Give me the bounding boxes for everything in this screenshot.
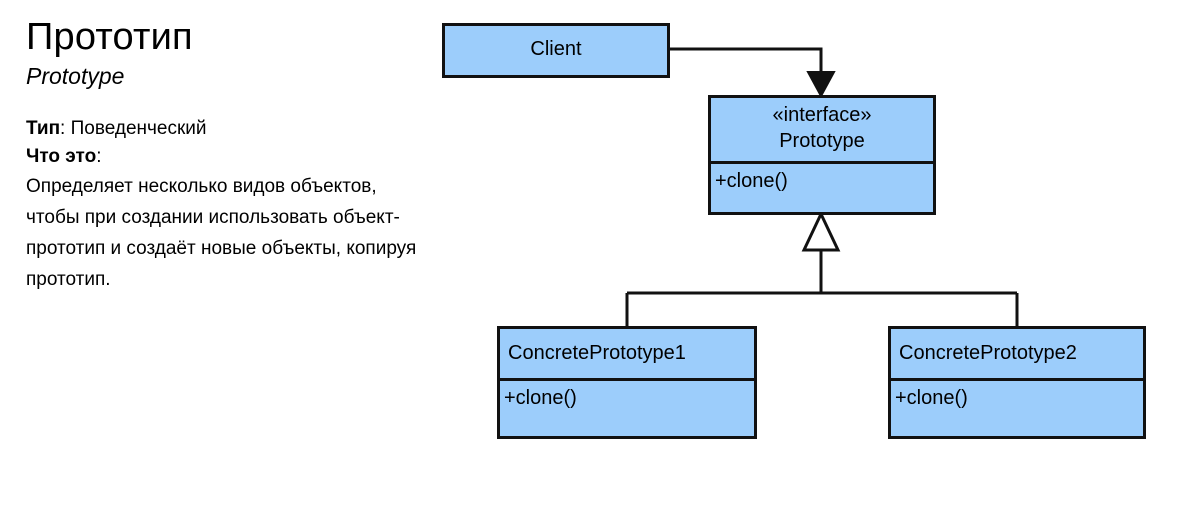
uml-class-prototype-operation: +clone() (715, 170, 788, 193)
pattern-description-text: Определяет несколько видов объектов, что… (26, 176, 417, 290)
pattern-what-line: Что это: (26, 143, 426, 171)
uml-class-concreteprototype1-name: ConcretePrototype1 (508, 342, 686, 364)
uml-class-concreteprototype2-divider (891, 377, 1143, 381)
pattern-what-colon: : (96, 145, 102, 167)
page-subtitle: Prototype (26, 62, 125, 89)
association-arrowhead-icon (806, 71, 836, 99)
uml-class-client[interactable]: Client (442, 23, 670, 78)
pattern-what-label: Что это (26, 145, 97, 167)
pattern-type-label: Тип (26, 118, 61, 140)
generalization-triangle-icon (801, 210, 841, 252)
page-title: Прототип (26, 16, 193, 58)
uml-class-concreteprototype1[interactable]: ConcretePrototype1 +clone() (497, 326, 757, 439)
uml-class-concreteprototype1-divider (500, 377, 754, 381)
uml-class-concreteprototype2-name: ConcretePrototype2 (899, 342, 1077, 364)
uml-class-prototype-divider (711, 161, 933, 165)
uml-class-client-name: Client (530, 38, 582, 60)
uml-class-prototype-stereotype: «interface» (772, 104, 872, 126)
pattern-description-panel: Прототип Prototype Тип: Поведенческий Чт… (26, 18, 426, 295)
pattern-type-line: Тип: Поведенческий (26, 115, 426, 143)
pattern-type-value: : Поведенческий (60, 118, 207, 140)
uml-class-prototype-header: «interface» Prototype (711, 98, 933, 154)
uml-class-concreteprototype2[interactable]: ConcretePrototype2 +clone() (888, 326, 1146, 439)
uml-class-prototype-name: Prototype (779, 129, 865, 152)
association-line-client-prototype (669, 47, 823, 84)
uml-class-prototype[interactable]: «interface» Prototype +clone() (708, 95, 936, 215)
pattern-meta: Тип: Поведенческий Что это: Определяет н… (26, 115, 426, 295)
uml-class-concreteprototype1-operation: +clone() (504, 386, 577, 409)
uml-class-concreteprototype2-operation: +clone() (895, 386, 968, 409)
